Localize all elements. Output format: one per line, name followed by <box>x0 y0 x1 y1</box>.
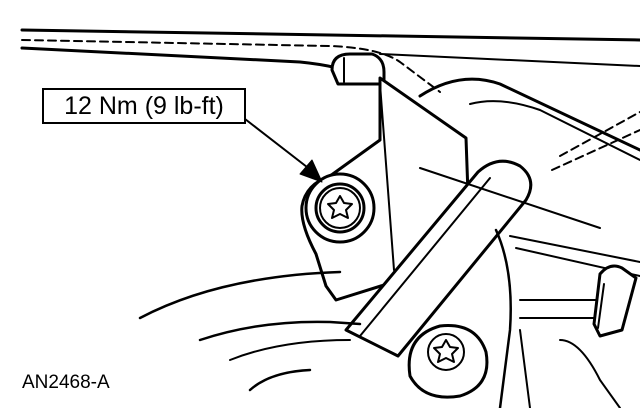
torx-bolt-icon <box>327 195 353 219</box>
right-housing-dashed-2 <box>551 129 640 171</box>
upper-panel-right-line <box>379 53 640 67</box>
figure-id-label: AN2468-A <box>22 372 110 393</box>
lower-housing-edge <box>248 368 312 392</box>
torque-callout: 12 Nm (9 lb-ft) <box>42 88 246 124</box>
lower-rail-2 <box>509 235 640 263</box>
lower-housing-right-2 <box>519 329 531 408</box>
actuator-arm <box>344 159 533 358</box>
lower-housing-inner-2 <box>229 339 351 361</box>
lower-housing <box>138 270 342 320</box>
upper-panel-edge <box>20 28 640 42</box>
lower-housing-right-3 <box>559 339 621 408</box>
torque-label: 12 Nm (9 lb-ft) <box>64 91 224 120</box>
right-latch-detail <box>597 283 605 329</box>
leader-arrow-icon <box>235 111 323 183</box>
upper-panel-lower-edge <box>20 46 362 78</box>
upper-panel-dashed-edge <box>21 39 441 93</box>
right-housing-dashed <box>559 111 640 157</box>
right-latch <box>592 264 638 338</box>
lower-housing-right <box>494 228 512 408</box>
bracket-inner-edge <box>379 83 395 271</box>
hinge-clip <box>330 52 386 86</box>
actuator-arm-ridge <box>359 177 491 337</box>
lower-housing-inner <box>198 320 362 342</box>
torx-bolt-icon-lower <box>433 339 459 363</box>
right-housing-inner <box>469 100 640 161</box>
right-housing-outline <box>418 77 640 152</box>
lower-rail-1 <box>419 167 601 229</box>
